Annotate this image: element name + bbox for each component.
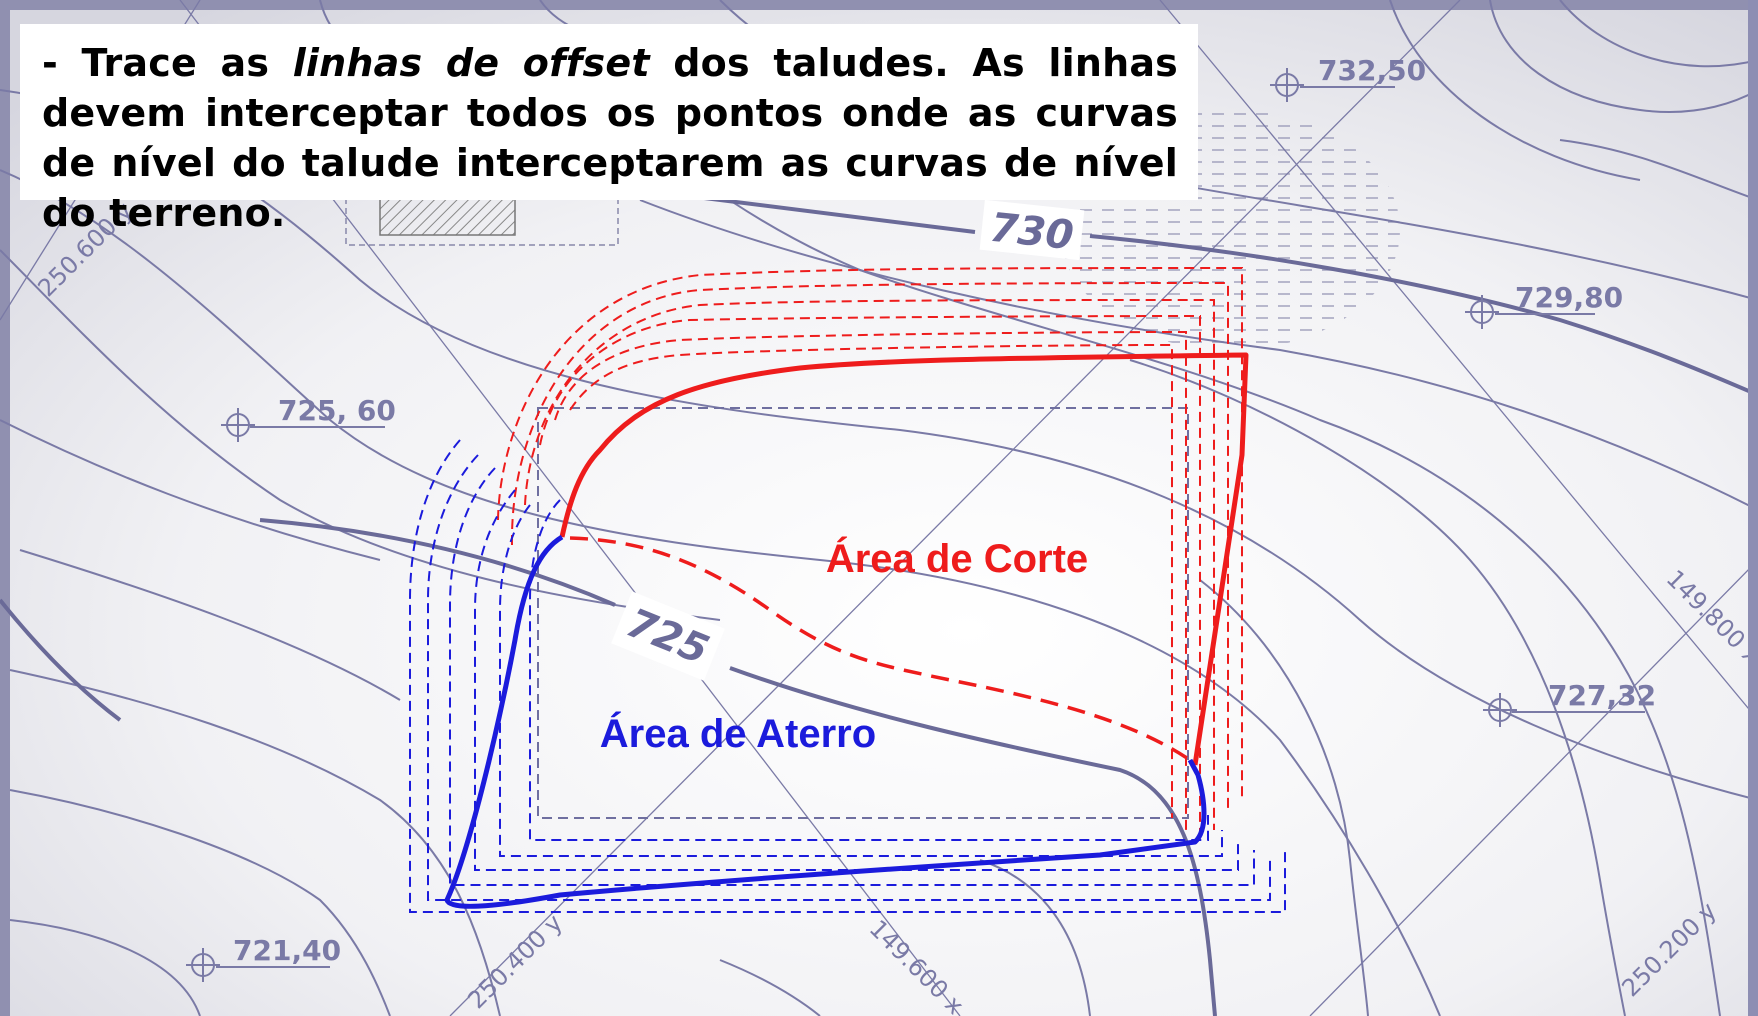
platform-outline — [537, 407, 1189, 819]
fill-offset-solid — [444, 534, 1207, 909]
fill-offset-lines — [409, 439, 1286, 913]
cut-offset-solid — [559, 352, 1249, 766]
spot-height-72560: 725, 60 — [278, 394, 396, 427]
right-frame — [1748, 0, 1758, 1016]
cut-offset-lines — [497, 266, 1243, 832]
instruction-box: - Trace as linhas de offset dos taludes.… — [20, 24, 1198, 235]
left-frame — [0, 0, 10, 1016]
spot-markers — [186, 68, 1645, 982]
instruction-italic: linhas de offset — [292, 41, 650, 85]
instruction-text-1: - Trace as — [42, 41, 293, 85]
contour-label-730: 730 — [988, 205, 1076, 259]
spot-height-72732: 727,32 — [1548, 679, 1656, 712]
spot-height-73250: 732,50 — [1318, 54, 1426, 87]
top-frame — [0, 0, 1758, 10]
instruction-text-2: dos taludes. As linhas devem interceptar… — [42, 41, 1178, 235]
spot-height-72980: 729,80 — [1515, 281, 1623, 314]
area-label-corte: Área de Corte — [826, 536, 1088, 581]
spot-height-72140: 721,40 — [233, 934, 341, 967]
area-label-aterro: Área de Aterro — [600, 711, 876, 756]
